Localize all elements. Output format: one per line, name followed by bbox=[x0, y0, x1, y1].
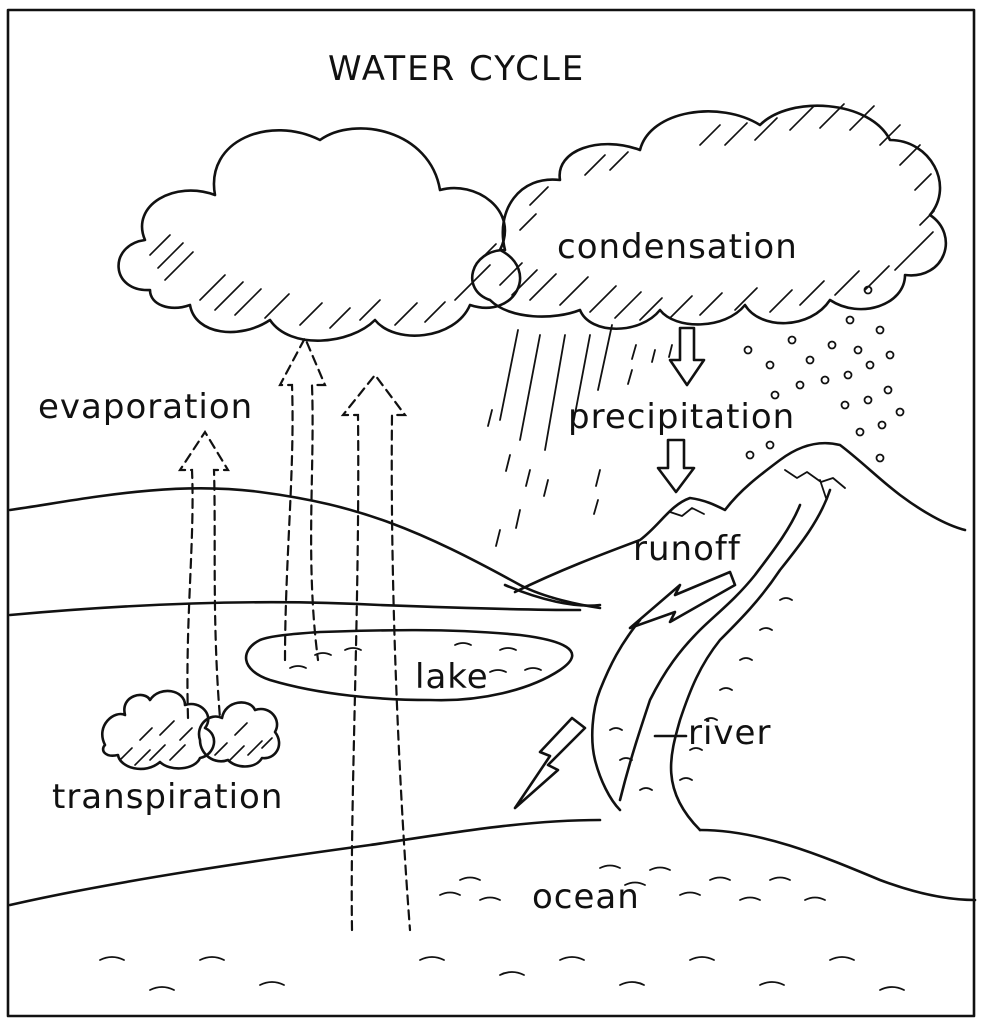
left-cloud bbox=[117, 127, 522, 342]
diagram-title: WATER CYCLE bbox=[328, 49, 585, 89]
diagram-frame bbox=[6, 8, 976, 1018]
bushes bbox=[101, 689, 281, 771]
storm-cloud bbox=[471, 103, 948, 330]
snow-dots bbox=[743, 285, 905, 463]
label-transpiration: transpiration bbox=[52, 777, 283, 817]
label-evaporation: evaporation bbox=[38, 387, 253, 427]
precipitation-arrows bbox=[656, 326, 706, 494]
label-runoff: runoff bbox=[633, 529, 741, 569]
label-condensation: condensation bbox=[557, 227, 798, 267]
rain-streaks bbox=[487, 324, 673, 547]
label-precipitation: precipitation bbox=[568, 397, 795, 437]
river-flow-arrow bbox=[513, 716, 587, 810]
label-river: river bbox=[688, 713, 771, 753]
label-ocean: ocean bbox=[532, 877, 640, 917]
landscape bbox=[8, 441, 977, 907]
label-lake: lake bbox=[415, 657, 489, 697]
water-ripples bbox=[99, 597, 905, 991]
runoff-arrow bbox=[628, 570, 737, 630]
evaporation-arrows bbox=[177, 335, 412, 932]
